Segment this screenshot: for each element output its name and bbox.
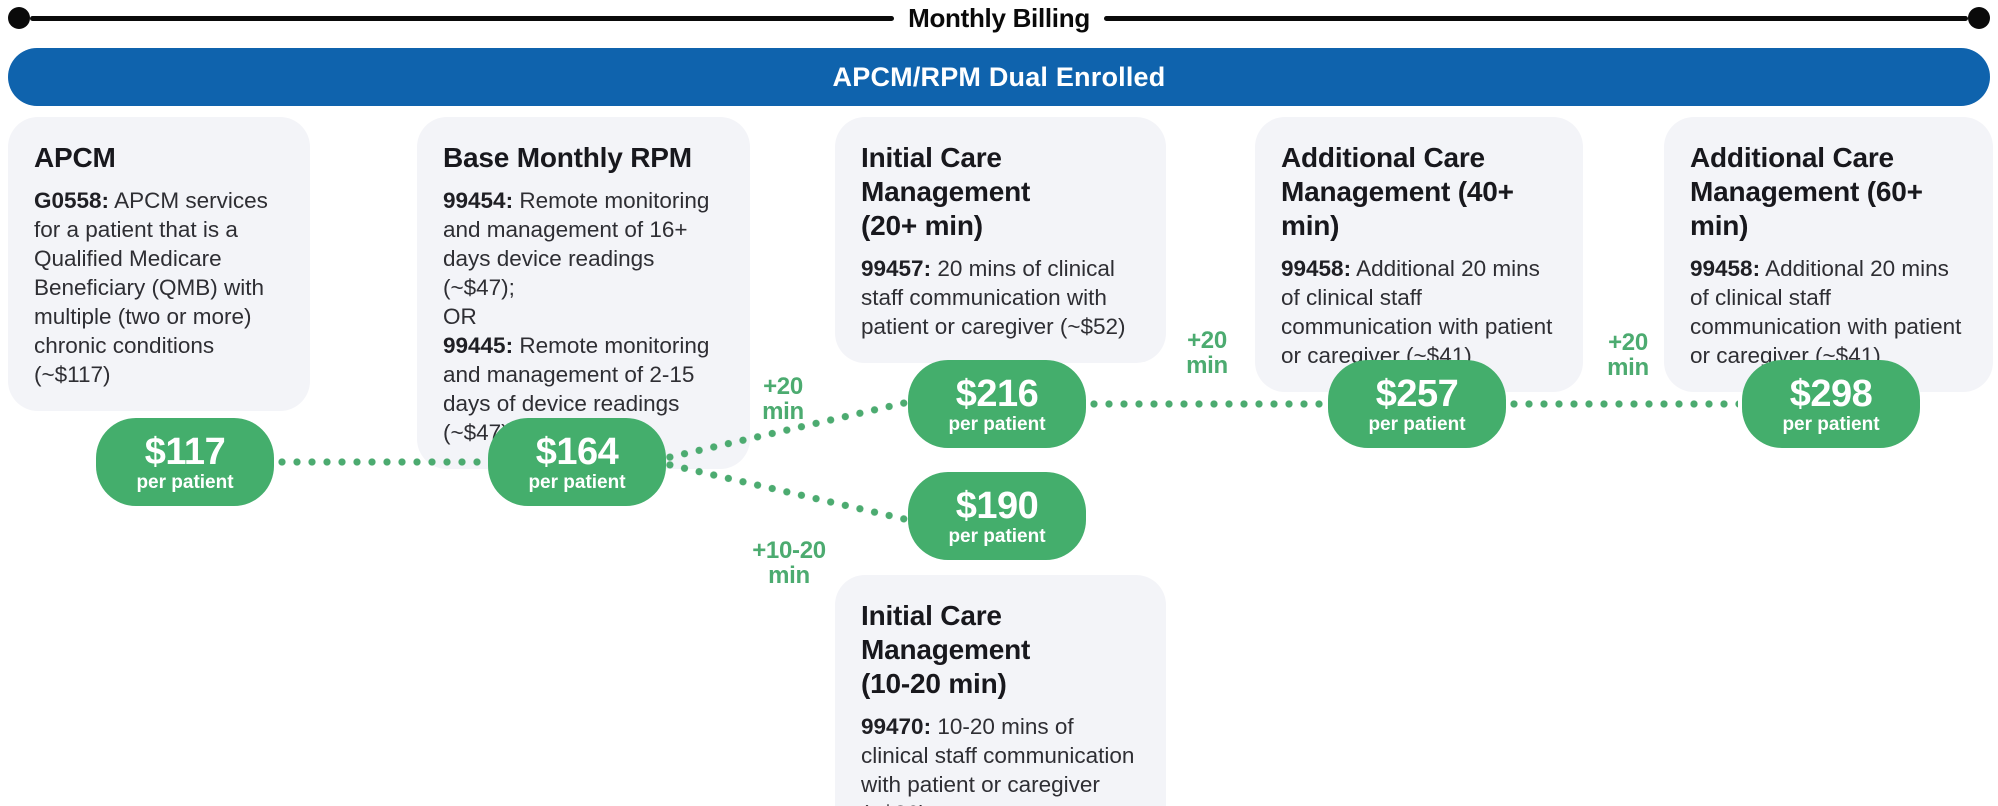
billing-code: 99458:	[1690, 256, 1761, 281]
price-pill-257: $257 per patient	[1328, 360, 1506, 448]
dual-enrolled-banner: APCM/RPM Dual Enrolled	[8, 48, 1990, 106]
card-title: APCM	[34, 142, 116, 173]
price-unit: per patient	[1368, 413, 1466, 435]
card-initial-care-10-20: Initial Care Management (10-20 min) 9947…	[835, 575, 1166, 806]
price-unit: per patient	[948, 525, 1046, 547]
card-title: Additional Care Management (60+ min)	[1690, 142, 1923, 241]
branch-label-plus-20-min: +20 min	[762, 373, 804, 425]
billing-description: Remote monitoring and management of 16+ …	[443, 188, 710, 300]
billing-description: Additional 20 mins of clinical staff com…	[1690, 256, 1962, 368]
billing-code: 99458:	[1281, 256, 1352, 281]
connector-257-to-298	[1510, 400, 1738, 408]
billing-code: 99470:	[861, 714, 932, 739]
or-separator: OR	[443, 304, 477, 329]
price-amount: $298	[1789, 372, 1873, 415]
connector-216-to-257	[1090, 400, 1324, 408]
card-additional-care-40: Additional Care Management (40+ min) 994…	[1255, 117, 1583, 392]
header-rule-right	[1103, 15, 1968, 21]
billing-description: Remote monitoring and management of 2-15…	[443, 333, 710, 445]
card-title: Additional Care Management (40+ min)	[1281, 142, 1514, 241]
card-body: 99458: Additional 20 mins of clinical st…	[1281, 254, 1561, 370]
price-unit: per patient	[136, 471, 234, 493]
line-endpoint-dot-icon	[8, 7, 30, 29]
billing-description: 10-20 mins of clinical staff communicati…	[861, 714, 1135, 806]
price-pill-298: $298 per patient	[1742, 360, 1920, 448]
card-title: Base Monthly RPM	[443, 142, 692, 173]
card-additional-care-60: Additional Care Management (60+ min) 994…	[1664, 117, 1993, 392]
price-amount: $190	[955, 484, 1039, 527]
line-endpoint-dot-icon	[1968, 7, 1990, 29]
header-rule-left	[30, 15, 895, 21]
card-initial-care-20: Initial Care Management (20+ min) 99457:…	[835, 117, 1166, 363]
price-unit: per patient	[1782, 413, 1880, 435]
card-title: Initial Care Management (20+ min)	[861, 142, 1031, 241]
card-title: Initial Care Management (10-20 min)	[861, 600, 1031, 699]
price-unit: per patient	[948, 413, 1046, 435]
billing-description: APCM services for a patient that is a Qu…	[34, 188, 268, 387]
price-pill-216: $216 per patient	[908, 360, 1086, 448]
price-amount: $216	[955, 372, 1039, 415]
connector-117-to-164	[278, 458, 484, 466]
connector-164-to-190	[665, 460, 910, 524]
branch-label-plus-20-min: +20 min	[1607, 329, 1649, 381]
price-pill-164: $164 per patient	[488, 418, 666, 506]
billing-code: 99454:	[443, 188, 514, 213]
price-pill-190: $190 per patient	[908, 472, 1086, 560]
card-body: G0558: APCM services for a patient that …	[34, 186, 288, 389]
card-body: 99458: Additional 20 mins of clinical st…	[1690, 254, 1971, 370]
card-body: 99470: 10-20 mins of clinical staff comm…	[861, 712, 1144, 806]
billing-description: 20 mins of clinical staff communication …	[861, 256, 1126, 339]
card-body: 99454: Remote monitoring and management …	[443, 186, 728, 447]
price-amount: $164	[535, 430, 619, 473]
branch-label-plus-20-min: +20 min	[1186, 327, 1228, 379]
price-amount: $117	[144, 430, 226, 473]
monthly-billing-header: Monthly Billing	[8, 2, 1990, 33]
price-unit: per patient	[528, 471, 626, 493]
branch-label-plus-10-20-min: +10-20 min	[752, 537, 826, 589]
billing-code: 99445:	[443, 333, 514, 358]
page-title: Monthly Billing	[908, 2, 1090, 33]
price-amount: $257	[1375, 372, 1459, 415]
banner-title: APCM/RPM Dual Enrolled	[832, 61, 1166, 92]
billing-code: G0558:	[34, 188, 110, 213]
card-base-monthly-rpm: Base Monthly RPM 99454: Remote monitorin…	[417, 117, 750, 469]
billing-code: 99457:	[861, 256, 932, 281]
card-body: 99457: 20 mins of clinical staff communi…	[861, 254, 1144, 341]
card-apcm: APCM G0558: APCM services for a patient …	[8, 117, 310, 411]
price-pill-117: $117 per patient	[96, 418, 274, 506]
